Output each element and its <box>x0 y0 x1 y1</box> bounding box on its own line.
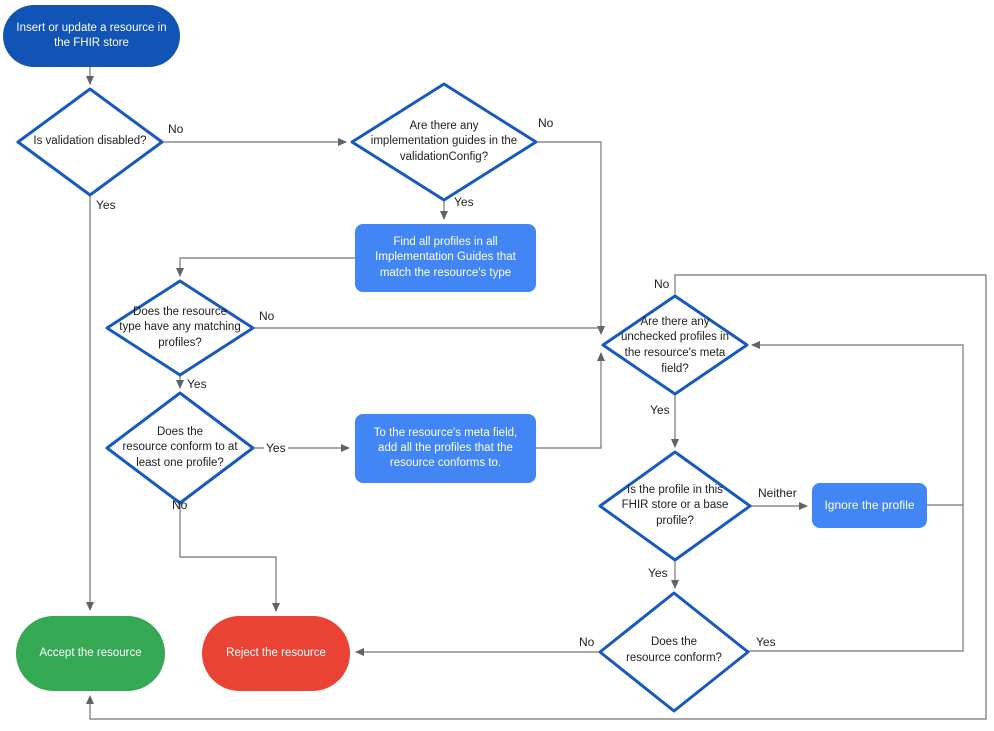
edge-label-implementation-guides-yes: Yes <box>454 195 474 209</box>
edge-find-profiles-to-matching <box>176 257 355 277</box>
edge-label-conforms-one-yes: Yes <box>264 440 288 456</box>
edge-add-profiles-to-unchecked <box>536 352 605 449</box>
decision-implementation-guides-shape <box>350 82 538 202</box>
edge-label-implementation-guides-no: No <box>538 116 554 130</box>
edge-label-conforms-one-no: No <box>172 498 188 512</box>
edge-label-matching-yes: Yes <box>187 377 207 391</box>
decision-matching-profiles-shape <box>105 279 255 377</box>
resource-conform-label: Does the resource conform? <box>626 636 722 664</box>
ignore-profile-node: Ignore the profile <box>812 483 927 528</box>
unchecked-profiles-label: Are there any unchecked profiles in the … <box>620 315 730 375</box>
profile-in-store-label: Is the profile in this FHIR store or a b… <box>621 483 729 527</box>
accept-node: Accept the resource <box>16 616 165 691</box>
edge-label-unchecked-yes: Yes <box>650 403 670 417</box>
edge-unchecked-no-to-accept <box>86 274 987 720</box>
decision-unchecked-profiles-shape <box>601 294 749 396</box>
edge-resource-conform-yes <box>748 505 964 652</box>
edge-label-profile-yes: Yes <box>648 566 668 580</box>
edge-label-validation-yes: Yes <box>96 198 116 212</box>
validation-disabled-label: Is validation disabled? <box>33 135 147 148</box>
edge-implementation-guides-no <box>536 141 605 335</box>
edge-label-unchecked-no: No <box>654 277 670 291</box>
decision-conforms-one-shape <box>105 391 255 505</box>
reject-node: Reject the resource <box>202 616 350 691</box>
implementation-guides-label: Are there any implementation guides in t… <box>370 119 518 163</box>
edge-conforms-one-no-to-reject <box>179 503 280 612</box>
edge-label-validation-no: No <box>168 122 184 136</box>
edge-ignore-loop-to-unchecked <box>751 341 964 506</box>
decision-validation-disabled-shape <box>16 87 164 197</box>
decision-resource-conform-shape <box>598 591 750 713</box>
decision-profile-in-store-shape <box>598 450 752 562</box>
start-node: Insert or update a resource in the FHIR … <box>3 5 180 67</box>
find-profiles-node: Find all profiles in all Implementation … <box>355 224 536 292</box>
edge-label-resource-conform-no: No <box>579 635 595 649</box>
add-profiles-to-meta-node: To the resource's meta field, add all th… <box>355 414 536 483</box>
edge-label-matching-no: No <box>259 309 275 323</box>
edge-label-profile-neither: Neither <box>758 486 797 500</box>
edge-label-resource-conform-yes: Yes <box>756 635 776 649</box>
conforms-one-label: Does the resource conform to at least on… <box>122 425 238 469</box>
matching-profiles-label: Does the resource type have any matching… <box>119 305 241 349</box>
